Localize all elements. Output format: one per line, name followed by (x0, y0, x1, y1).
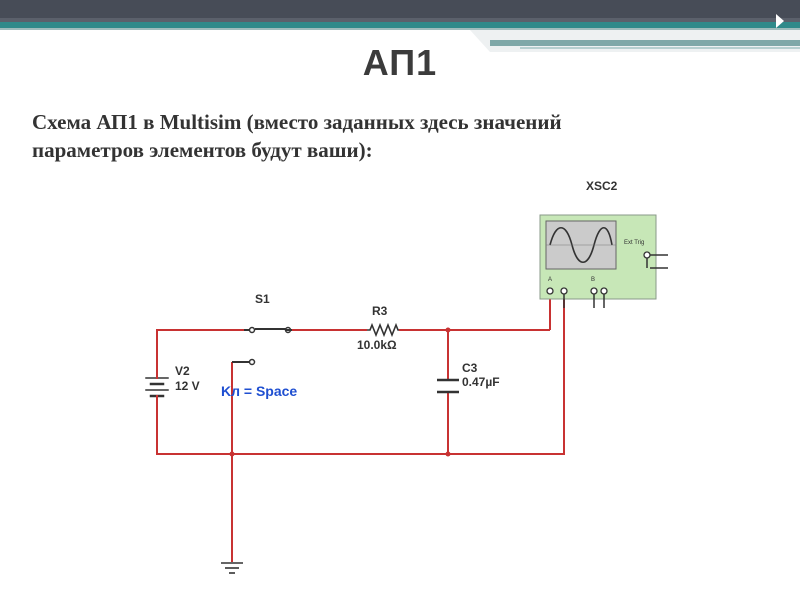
wires (156, 292, 565, 562)
scope-terminals (546, 251, 668, 308)
oscilloscope-xsc2[interactable] (539, 214, 657, 300)
source-value-label: 12 V (175, 379, 200, 393)
play-arrow-icon (776, 14, 784, 28)
title-banner (0, 0, 800, 52)
source-ref-label: V2 (175, 364, 190, 378)
channel-a-label: A (548, 277, 552, 283)
capacitor-c3[interactable] (437, 378, 459, 394)
slide-description: Схема АП1 в Multisim (вместо заданных зд… (32, 108, 752, 164)
capacitor-ref-label: C3 (462, 361, 478, 375)
resistor-value-label: 10.0kΩ (357, 338, 397, 352)
junction-node (445, 451, 451, 457)
channel-b-label: B (591, 277, 595, 283)
description-line-2: параметров элементов будут ваши): (32, 138, 373, 162)
description-line-1: Схема АП1 в Multisim (вместо заданных зд… (32, 110, 562, 134)
dc-source-v2[interactable] (145, 373, 169, 400)
switch-ref-label: S1 (255, 292, 270, 306)
junction-node (229, 451, 235, 457)
ground-icon (221, 562, 243, 574)
switch-s1[interactable] (232, 326, 292, 366)
ext-trig-label: Ext Trig (624, 240, 644, 246)
junction-node (445, 327, 451, 333)
resistor-ref-label: R3 (372, 304, 388, 318)
oscilloscope-ref-label: XSC2 (586, 179, 618, 193)
capacitor-value-label: 0.47µF (462, 375, 500, 389)
switch-key-label: Kл = Space (221, 383, 297, 399)
sine-wave-icon (549, 226, 613, 264)
slide-title: АП1 (362, 42, 438, 83)
resistor-r3[interactable] (367, 322, 399, 338)
